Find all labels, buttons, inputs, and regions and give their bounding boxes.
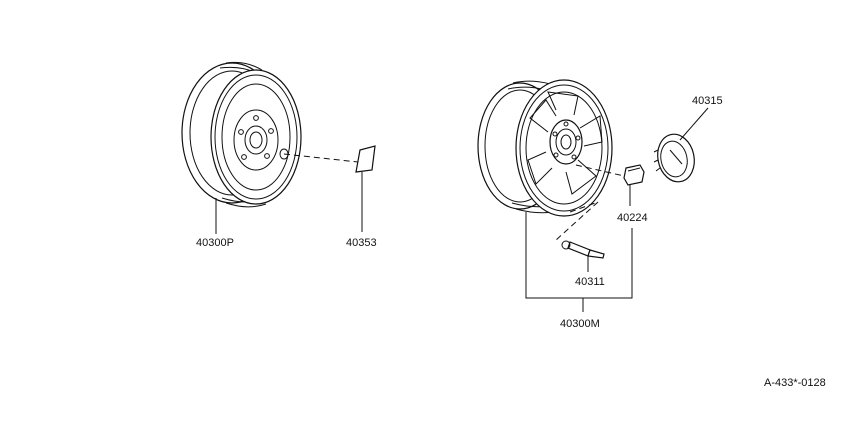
center-cap-icon xyxy=(653,133,695,183)
label-wheel-nut: 40224 xyxy=(617,212,648,224)
steel-wheel xyxy=(181,61,302,208)
label-balance-weight: 40353 xyxy=(346,237,377,249)
diagram-code: A-433*-0128 xyxy=(764,377,826,389)
label-center-cap: 40315 xyxy=(692,95,723,107)
alloy-wheel xyxy=(477,79,613,217)
wheel-nut-icon xyxy=(623,164,645,186)
balance-weight-icon xyxy=(355,145,376,173)
label-alloy-wheel: 40300M xyxy=(560,318,600,330)
label-valve: 40311 xyxy=(575,276,605,288)
valve-icon xyxy=(561,240,605,259)
label-steel-wheel: 40300P xyxy=(196,237,234,249)
